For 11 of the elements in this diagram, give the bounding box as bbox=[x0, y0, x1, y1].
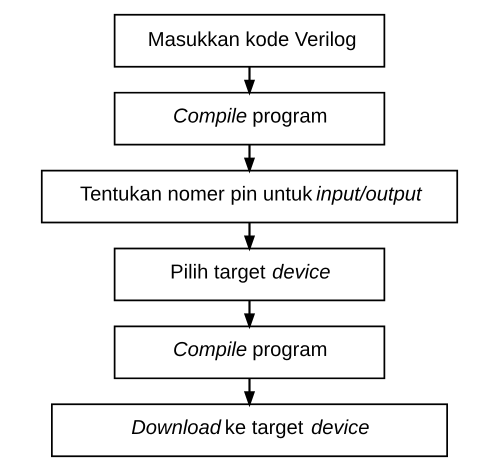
node-box: Compile program bbox=[114, 325, 386, 379]
node-box: Tentukan nomer pin untuk input/output bbox=[40, 169, 458, 223]
arrow bbox=[244, 144, 256, 174]
node-box: Masukkan kode Verilog bbox=[114, 13, 386, 68]
arrow bbox=[244, 378, 256, 407]
arrow bbox=[244, 66, 256, 96]
arrow bbox=[244, 300, 256, 329]
node-box: Compile program bbox=[114, 91, 386, 145]
node-box: Download ke target device bbox=[51, 402, 448, 457]
node-box: Pilih target device bbox=[114, 247, 386, 301]
arrow bbox=[244, 222, 256, 251]
